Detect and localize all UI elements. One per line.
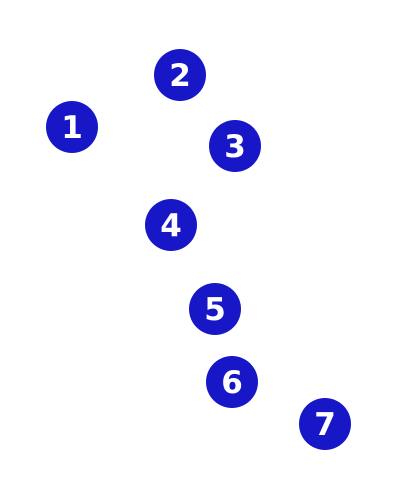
- marker-5: 5: [189, 283, 241, 335]
- marker-3: 3: [209, 120, 261, 172]
- marker-6-label: 6: [221, 364, 243, 401]
- marker-1-label: 1: [61, 109, 83, 146]
- marker-4: 4: [145, 199, 197, 251]
- marker-7: 7: [299, 398, 351, 450]
- marker-1: 1: [46, 101, 98, 153]
- marker-5-label: 5: [204, 291, 226, 328]
- marker-6: 6: [206, 356, 258, 408]
- marker-3-label: 3: [224, 128, 246, 165]
- marker-4-label: 4: [160, 207, 182, 244]
- marker-7-label: 7: [314, 406, 336, 443]
- marker-2: 2: [154, 49, 206, 101]
- marker-2-label: 2: [169, 57, 191, 94]
